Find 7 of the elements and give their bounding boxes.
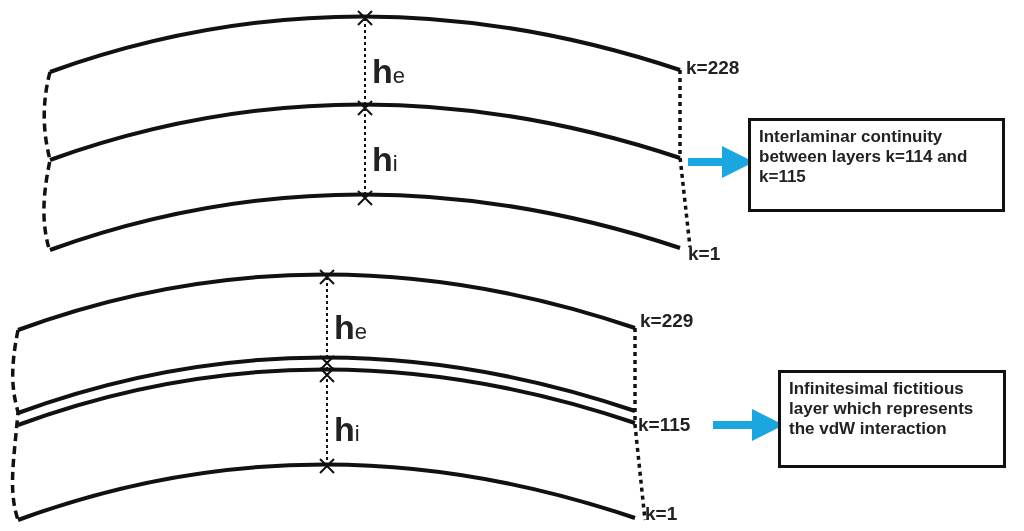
layer-label: k=1: [688, 243, 721, 265]
text-box: Interlaminar continuity between layers k=114 and k=115: [748, 118, 1005, 212]
layer-label: k=1: [645, 503, 678, 525]
layer-label: k=228: [686, 57, 740, 79]
layer-label: k=229: [640, 310, 694, 332]
text-box: Infinitesimal fictitious layer which represents the vdW interaction: [778, 370, 1006, 468]
layer-label: k=115: [638, 414, 691, 436]
